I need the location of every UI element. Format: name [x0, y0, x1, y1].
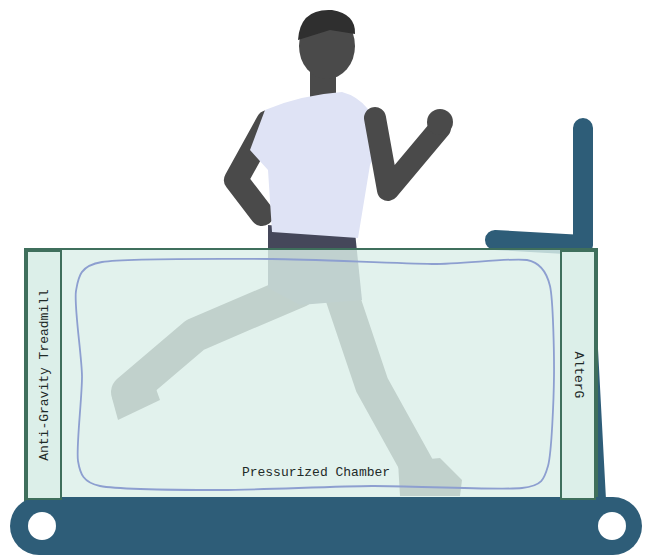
bag-outline [72, 256, 560, 494]
treadmill-base [10, 497, 642, 555]
vertical-label: AlterG [571, 352, 586, 399]
pressurized-chamber-housing [25, 249, 597, 501]
chamber-label: Pressurized Chamber [242, 465, 390, 480]
runner-hand [427, 109, 453, 135]
side-panel: Anti-Gravity Treadmill [26, 250, 62, 500]
bag-outline-path [76, 259, 554, 490]
vertical-label: Anti-Gravity Treadmill [37, 289, 52, 461]
runner-shirt [250, 92, 382, 238]
side-panel: AlterG [560, 250, 596, 500]
treadmill-wheel [598, 512, 626, 540]
treadmill-wheel [28, 512, 56, 540]
treadmill-handle [495, 128, 583, 245]
runner-hair [298, 10, 355, 40]
pressurized-bag: Pressurized Chamber [72, 256, 560, 494]
